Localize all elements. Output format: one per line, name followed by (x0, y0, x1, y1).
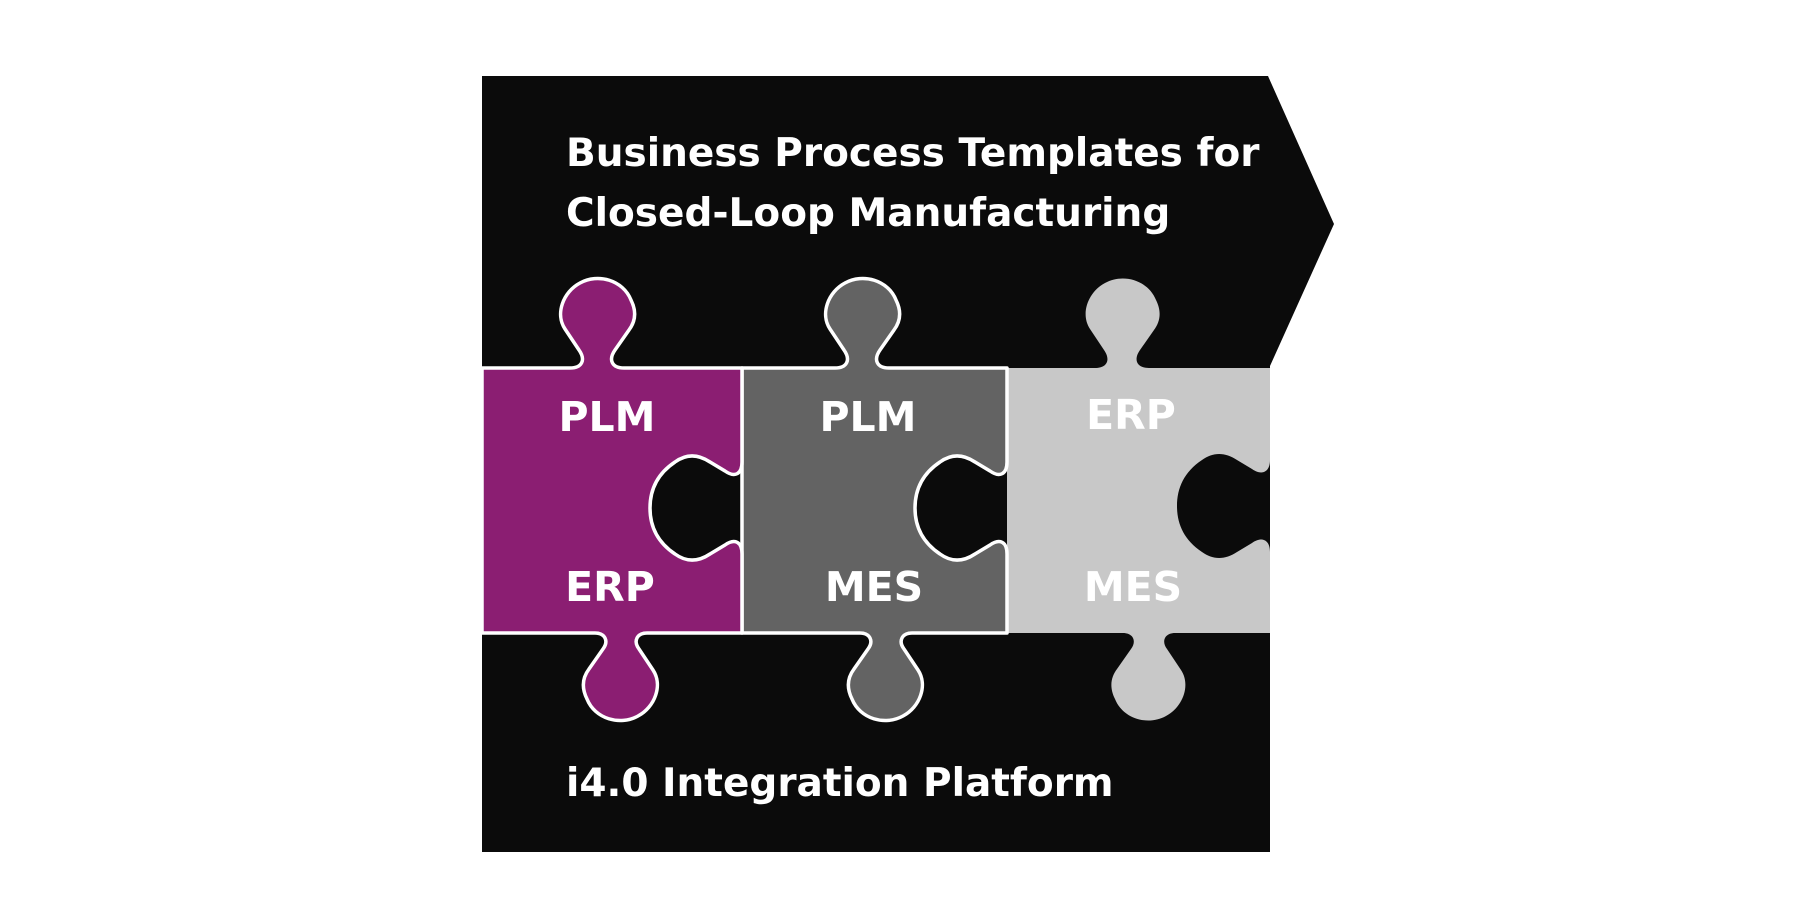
purple-piece-top-label: PLM (559, 393, 656, 441)
light-gray-puzzle-piece (1007, 278, 1270, 721)
dark-gray-piece-top-label: PLM (820, 393, 917, 441)
light-gray-piece-bottom-label: MES (1084, 563, 1182, 611)
dark-gray-piece-bottom-label: MES (825, 563, 923, 611)
dark-gray-puzzle-piece (740, 276, 1009, 723)
diagram-title-line-2: Closed-Loop Manufacturing (566, 191, 1170, 236)
diagram-title-line-1: Business Process Templates for (566, 131, 1260, 176)
light-gray-piece-top-label: ERP (1086, 391, 1176, 439)
purple-puzzle-piece (480, 276, 744, 723)
platform-label: i4.0 Integration Platform (566, 761, 1114, 806)
purple-piece-bottom-label: ERP (565, 563, 655, 611)
